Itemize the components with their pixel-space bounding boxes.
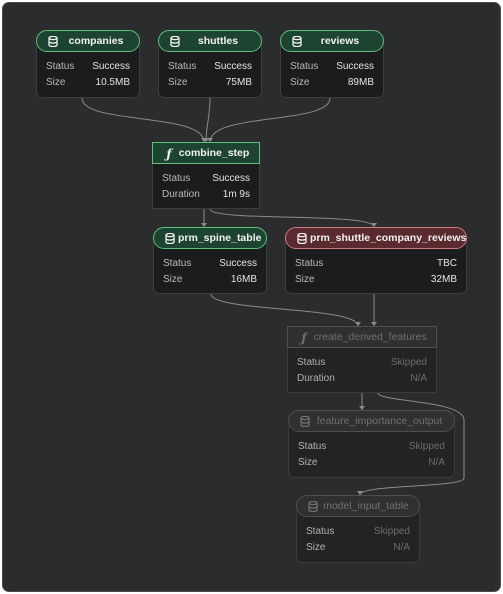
node-title: combine_step [178,147,250,159]
size-label: Size [163,274,183,285]
node-body: Status Success Size 75MB [158,46,262,98]
node-title: prm_shuttle_company_reviews [310,232,467,244]
node-body: Status Success Size 10.5MB [36,46,140,98]
status-value: Skipped [373,526,410,537]
node-prm-shuttle-company-reviews[interactable]: Status TBC Size 32MB prm_shuttle_company_r… [285,227,467,294]
duration-value: N/A [410,373,427,384]
size-value: 10.5MB [95,77,130,88]
status-label: Status [168,61,197,72]
duration-label: Duration [162,189,200,200]
node-header[interactable]: feature_importance_output [288,410,455,432]
status-value: Skipped [390,357,427,368]
node-body: Status Skipped Size N/A [288,426,455,478]
status-value: Success [336,61,374,72]
dataset-icon [307,500,319,513]
status-row: Status Success [168,61,252,75]
size-label: Size [46,77,66,88]
status-label: Status [163,258,192,269]
node-title: shuttles [197,35,239,47]
status-row: Status Success [162,173,250,187]
status-row: Status Skipped [298,441,445,455]
status-value: TBC [437,258,457,269]
node-header[interactable]: reviews [280,30,384,52]
function-icon: ƒ [301,330,307,345]
duration-row: Duration N/A [297,373,427,387]
size-row: Size 32MB [295,274,457,288]
node-header[interactable]: prm_shuttle_company_reviews [285,227,467,249]
duration-row: Duration 1m 9s [162,189,250,203]
node-body: Status TBC Size 32MB [285,243,467,294]
size-label: Size [298,457,318,468]
node-body: Status Skipped Size N/A [296,511,420,563]
dataset-icon [299,415,311,428]
status-value: Skipped [408,441,445,452]
status-label: Status [290,61,319,72]
node-title: model_input_table [323,500,409,512]
size-label: Size [290,77,310,88]
node-reviews[interactable]: Status Success Size 89MB reviews [280,30,384,98]
node-header[interactable]: ƒ create_derived_features [287,326,437,348]
size-row: Size 10.5MB [46,77,130,91]
status-value: Success [214,61,252,72]
node-body: Status Success Size 16MB [153,243,267,294]
status-label: Status [298,441,327,452]
dataset-icon [296,232,308,245]
size-value: 16MB [230,274,257,285]
node-companies[interactable]: Status Success Size 10.5MB companies [36,30,140,98]
status-label: Status [295,258,324,269]
size-value: 89MB [347,77,374,88]
node-title: feature_importance_output [316,415,443,427]
size-label: Size [295,274,315,285]
status-row: Status Success [290,61,374,75]
dataset-icon [47,35,59,48]
node-header[interactable]: prm_spine_table [153,227,267,249]
size-value: N/A [428,457,445,468]
node-title: companies [68,35,124,47]
status-row: Status Skipped [297,357,427,371]
status-label: Status [46,61,75,72]
node-prm-spine-table[interactable]: Status Success Size 16MB prm_spine_table [153,227,267,294]
function-icon: ƒ [166,146,172,161]
size-label: Size [168,77,188,88]
node-body: Status Success Size 89MB [280,46,384,98]
node-header[interactable]: companies [36,30,140,52]
node-create-derived-features[interactable]: Status Skipped Duration N/A ƒ create_deriv… [287,326,437,393]
duration-value: 1m 9s [222,189,250,200]
status-label: Status [306,526,335,537]
duration-label: Duration [297,373,335,384]
dataset-icon [164,232,176,245]
status-value: Success [92,61,130,72]
dataset-icon [169,35,181,48]
status-row: Status Success [163,258,257,272]
node-title: reviews [320,35,360,47]
size-label: Size [306,542,326,553]
status-row: Status Success [46,61,130,75]
node-header[interactable]: model_input_table [296,495,420,517]
node-feature-importance-output[interactable]: Status Skipped Size N/A feature_importance… [288,410,455,478]
size-row: Size 16MB [163,274,257,288]
status-row: Status Skipped [306,526,410,540]
status-label: Status [297,357,326,368]
node-body: Status Success Duration 1m 9s [152,158,260,209]
node-header[interactable]: shuttles [158,30,262,52]
status-value: Success [212,173,250,184]
node-title: prm_spine_table [178,232,262,244]
node-header[interactable]: ƒ combine_step [152,142,260,164]
node-model-input-table[interactable]: Status Skipped Size N/A model_input_table [296,495,420,563]
size-row: Size N/A [298,457,445,471]
status-row: Status TBC [295,258,457,272]
status-value: Success [219,258,257,269]
size-row: Size 75MB [168,77,252,91]
size-row: Size N/A [306,542,410,556]
size-value: N/A [393,542,410,553]
dataset-icon [291,35,303,48]
size-value: 32MB [430,274,457,285]
node-body: Status Skipped Duration N/A [287,342,437,393]
size-value: 75MB [225,77,252,88]
status-label: Status [162,173,191,184]
node-title: create_derived_features [313,331,427,343]
node-shuttles[interactable]: Status Success Size 75MB shuttles [158,30,262,98]
node-combine-step[interactable]: Status Success Duration 1m 9s ƒ combine_st… [152,142,260,209]
size-row: Size 89MB [290,77,374,91]
